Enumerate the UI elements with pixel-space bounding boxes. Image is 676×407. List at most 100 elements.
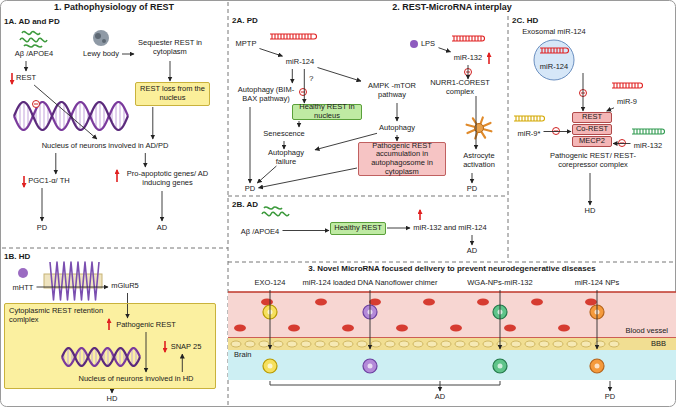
endothelial-cell bbox=[497, 341, 507, 347]
text-node: Lewy body bbox=[81, 48, 121, 60]
mirna-hairpin bbox=[452, 36, 484, 41]
connector-arrow bbox=[299, 121, 300, 127]
connector-arrow bbox=[387, 228, 410, 229]
red-blood-cell bbox=[315, 299, 327, 306]
endothelial-cell bbox=[441, 341, 451, 347]
connector-arrow bbox=[152, 107, 153, 139]
exosome bbox=[534, 40, 574, 80]
text-node: EXO-124 bbox=[253, 278, 288, 289]
connector-arrow bbox=[583, 73, 584, 111]
node-text: miR-124 bbox=[540, 63, 568, 72]
red-blood-cell bbox=[234, 325, 246, 332]
change-arrow bbox=[108, 319, 110, 330]
nanocarrier bbox=[590, 359, 604, 373]
lewy-body bbox=[93, 30, 109, 46]
node-text: mGluR5 bbox=[111, 282, 139, 291]
endothelial-cell bbox=[259, 341, 269, 347]
endothelial-cell bbox=[525, 341, 535, 347]
connector-arrow bbox=[468, 65, 469, 79]
mirna-hairpin bbox=[540, 48, 569, 53]
process-box: Healthy REST bbox=[330, 222, 386, 235]
text-node: PD bbox=[603, 392, 618, 403]
change-arrow bbox=[23, 176, 25, 187]
red-blood-cell bbox=[288, 325, 300, 332]
panel-region: 3. Novel MicroRNA focused delivery to pr… bbox=[228, 262, 676, 407]
inhibition-symbol bbox=[553, 128, 560, 135]
text-node: miR-124 loaded DNA Nanoflower chimer bbox=[300, 278, 440, 289]
text-node: miR-132 bbox=[632, 140, 665, 152]
node-text: WGA-NPs-miR-132 bbox=[467, 279, 532, 288]
process-box: Healthy REST in nucleus bbox=[292, 104, 362, 120]
section-label: 1B. HD bbox=[4, 252, 30, 261]
process-box: Co-REST bbox=[572, 124, 612, 135]
section-label: 1A. AD and PD bbox=[4, 17, 60, 26]
mhtt-aggregate bbox=[18, 268, 28, 278]
text-node: Senescence bbox=[262, 128, 306, 140]
dna-strand bbox=[62, 348, 140, 366]
connector-arrow bbox=[259, 168, 358, 188]
endothelial-cell bbox=[609, 341, 619, 347]
vessel-fill bbox=[228, 292, 676, 338]
lps-dot bbox=[410, 40, 418, 48]
connector-arrow bbox=[440, 381, 441, 391]
node-text: Nucleus of neurons involved in AD/PD bbox=[42, 142, 169, 151]
node-text: REST bbox=[16, 74, 36, 83]
node-text: HD bbox=[107, 395, 118, 404]
connector-arrow bbox=[37, 287, 109, 288]
connector-arrow bbox=[250, 107, 251, 183]
text-node: REST bbox=[14, 72, 39, 84]
text-node: Aβ /APOE4 bbox=[13, 48, 56, 60]
change-arrow bbox=[419, 210, 421, 220]
red-blood-cell bbox=[423, 299, 435, 306]
mirna-hairpin bbox=[270, 34, 317, 39]
section-title: 2. REST-MicroRNA interplay bbox=[392, 2, 512, 12]
connector-arrow bbox=[55, 153, 56, 174]
red-blood-cell bbox=[558, 325, 570, 332]
endothelial-cell bbox=[329, 341, 339, 347]
node-text: Sequester REST in cytoplasm bbox=[135, 39, 205, 56]
node-text: EXO-124 bbox=[255, 279, 286, 288]
node-text: Nucleus of neurons involved in HD bbox=[78, 375, 193, 384]
text-node: Astrocyte activation bbox=[452, 150, 506, 172]
red-blood-cell bbox=[531, 299, 543, 306]
connector-arrow bbox=[26, 61, 27, 71]
endothelial-cell bbox=[483, 341, 493, 347]
connector-arrow bbox=[162, 191, 163, 221]
endothelial-cell bbox=[595, 341, 605, 347]
connector-arrow bbox=[590, 173, 591, 205]
text-node: HD bbox=[105, 394, 120, 405]
text-node: miR-132 bbox=[452, 52, 485, 64]
node-text: PD bbox=[245, 185, 255, 194]
node-text: Pathogenic REST bbox=[116, 321, 176, 330]
text-node: MPTP bbox=[234, 38, 259, 50]
panel-region: 2. REST-MicroRNA interplayMPTP miR-124Aut… bbox=[228, 0, 676, 262]
node-text: MECP2 bbox=[579, 137, 605, 146]
text-node: Nucleus of neurons involved in HD bbox=[76, 373, 196, 385]
text-node: miR-132 and miR-124 bbox=[411, 222, 489, 234]
connector-arrow bbox=[292, 69, 293, 83]
tissue-band: Blood vessel bbox=[228, 292, 676, 338]
text-node: AD bbox=[433, 392, 448, 403]
endothelial-cell bbox=[273, 341, 283, 347]
node-text: LPS bbox=[421, 40, 435, 49]
text-node: Autophagy bbox=[378, 122, 416, 134]
process-box: Cytoplasmic REST retention comlplexPatho… bbox=[4, 303, 216, 389]
node-text: Autophagy bbox=[379, 124, 415, 133]
text-node: miR-124 bbox=[284, 56, 317, 68]
text-node: PGC1-α/ TH bbox=[26, 175, 72, 187]
node-text: Autophagy failure bbox=[258, 149, 314, 166]
endothelial-cell bbox=[553, 341, 563, 347]
endothelial-cell bbox=[315, 341, 325, 347]
brain-fill bbox=[228, 350, 676, 380]
mglur5-receptor bbox=[50, 262, 99, 300]
change-arrow bbox=[116, 170, 118, 182]
nanocarrier bbox=[363, 359, 377, 373]
process-box: Exosomal miR-124miR-124 bbox=[514, 28, 594, 72]
red-blood-cell bbox=[477, 299, 489, 306]
text-node: NURR1-COREST complex bbox=[420, 80, 500, 95]
red-blood-cell bbox=[261, 299, 273, 306]
connector-arrow bbox=[127, 293, 128, 318]
endothelial-cell bbox=[357, 341, 367, 347]
text-node: Autophagy failure bbox=[258, 150, 314, 165]
endothelial-cell bbox=[567, 341, 577, 347]
